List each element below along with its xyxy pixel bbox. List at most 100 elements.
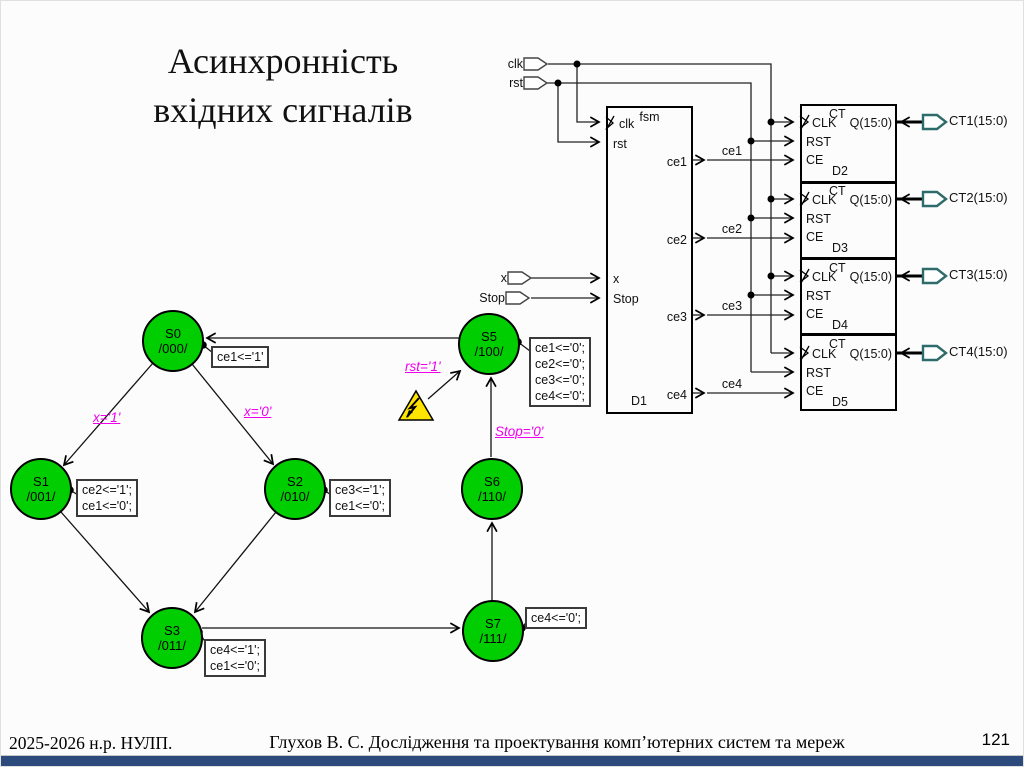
bus-label-ce2: ce2 bbox=[721, 222, 743, 236]
output-port-label-ct1: CT1(15:0) bbox=[949, 113, 1008, 128]
action-box-s0: ce1<='1' bbox=[211, 346, 270, 368]
counter-q-output: Q(15:0) bbox=[849, 347, 892, 361]
input-label-clk: clk bbox=[507, 57, 523, 71]
transition-label-stop: Stop='0' bbox=[495, 424, 544, 439]
bus-label-ce3: ce3 bbox=[721, 299, 743, 313]
title-line-2: вхідних сигналів bbox=[153, 90, 413, 130]
counter-pin-rst: RST bbox=[806, 289, 831, 303]
counter-pin-rst: RST bbox=[806, 135, 831, 149]
title-line-1: Асинхронність bbox=[167, 41, 399, 81]
fsm-instance-label: D1 bbox=[631, 394, 647, 408]
output-port-label-ct4: CT4(15:0) bbox=[949, 344, 1008, 359]
page-title: Асинхронність вхідних сигналів bbox=[99, 37, 467, 135]
output-port-ct3-icon bbox=[921, 267, 948, 285]
ce-nets bbox=[693, 160, 793, 393]
counter-pin-clk: CLK bbox=[812, 270, 837, 284]
state-code: /111/ bbox=[479, 631, 507, 646]
counter-section-d5: CT CLK RST CE Q(15:0) D5 bbox=[802, 336, 894, 413]
counter-q-output: Q(15:0) bbox=[849, 270, 892, 284]
fsm-pin-ce2: ce2 bbox=[666, 233, 687, 247]
fsm-pin-x: x bbox=[613, 272, 620, 286]
state-code: /100/ bbox=[474, 344, 504, 359]
q-output-nets bbox=[897, 122, 922, 353]
output-port-ct1-icon bbox=[921, 113, 948, 131]
x-stop-nets bbox=[531, 278, 599, 298]
output-port-ct2-icon bbox=[921, 190, 948, 208]
footer-accent-bar bbox=[1, 755, 1023, 766]
counter-pin-clk: CLK bbox=[812, 116, 837, 130]
bus-label-ce1: ce1 bbox=[721, 144, 743, 158]
counter-instance-label: D5 bbox=[832, 395, 848, 409]
counter-pin-clk: CLK bbox=[812, 347, 837, 361]
input-port-stop-icon bbox=[505, 291, 531, 305]
action-box-s1: ce2<='1'; ce1<='0'; bbox=[76, 479, 138, 517]
action-box-s7: ce4<='0'; bbox=[525, 607, 587, 629]
counter-type-label: CT bbox=[829, 184, 846, 198]
state-code: /011/ bbox=[158, 638, 186, 653]
action-box-s3: ce4<='1'; ce1<='0'; bbox=[204, 639, 266, 677]
fsm-pin-rst: rst bbox=[613, 137, 627, 151]
output-port-ct4-icon bbox=[921, 344, 948, 362]
counter-pin-ce: CE bbox=[806, 153, 824, 167]
state-node-s1: S1 /001/ bbox=[10, 458, 72, 520]
counter-divider bbox=[802, 257, 895, 260]
state-name: S7 bbox=[485, 616, 501, 631]
fsm-pin-ce1: ce1 bbox=[666, 155, 687, 169]
counter-divider bbox=[802, 181, 895, 184]
clk-net bbox=[548, 63, 793, 353]
junction-dots bbox=[554, 60, 775, 299]
counter-type-label: CT bbox=[829, 261, 846, 275]
counter-type-label: CT bbox=[829, 337, 846, 351]
fsm-block: fsm clk rst x Stop ce1 ce2 ce3 ce4 D1 bbox=[606, 106, 693, 414]
counter-block: CT CLK RST CE Q(15:0) D2 CT CLK RST CE Q… bbox=[800, 104, 897, 411]
input-label-stop: Stop bbox=[479, 291, 505, 305]
bus-label-ce4: ce4 bbox=[721, 377, 743, 391]
transition-label-x0: x='0' bbox=[244, 404, 272, 419]
clock-edge-icon bbox=[605, 114, 810, 361]
state-transition-arrows bbox=[60, 338, 492, 628]
fsm-pin-clk: clk bbox=[619, 117, 635, 131]
state-node-s2: S2 /010/ bbox=[264, 458, 326, 520]
counter-pin-ce: CE bbox=[806, 230, 824, 244]
transition-label-x1: x='1' bbox=[93, 410, 121, 425]
output-port-label-ct3: CT3(15:0) bbox=[949, 267, 1008, 282]
transition-label-rst: rst='1' bbox=[405, 359, 441, 374]
state-name: S1 bbox=[33, 474, 49, 489]
rst-net bbox=[546, 82, 793, 372]
output-port-label-ct2: CT2(15:0) bbox=[949, 190, 1008, 205]
page-number: 121 bbox=[981, 730, 1010, 749]
state-node-s5: S5 /100/ bbox=[458, 313, 520, 375]
state-code: /110/ bbox=[478, 489, 506, 504]
counter-section-d2: CT CLK RST CE Q(15:0) D2 bbox=[802, 106, 894, 183]
counter-instance-label: D3 bbox=[832, 241, 848, 255]
state-name: S5 bbox=[481, 329, 497, 344]
counter-q-output: Q(15:0) bbox=[849, 193, 892, 207]
input-port-rst-icon bbox=[523, 76, 549, 90]
input-port-clk-icon bbox=[523, 57, 549, 71]
input-port-x-icon bbox=[507, 271, 533, 285]
counter-pin-ce: CE bbox=[806, 307, 824, 321]
fsm-pin-ce4: ce4 bbox=[666, 388, 687, 402]
state-code: /010/ bbox=[280, 489, 310, 504]
fsm-pin-ce3: ce3 bbox=[666, 310, 687, 324]
input-label-rst: rst bbox=[509, 76, 523, 90]
state-code: /001/ bbox=[26, 489, 56, 504]
counter-section-d3: CT CLK RST CE Q(15:0) D3 bbox=[802, 183, 894, 260]
footer-course-info: 2025-2026 н.р. НУЛП. bbox=[9, 733, 173, 753]
output-port-icons bbox=[921, 113, 948, 362]
state-node-s3: S3 /011/ bbox=[141, 607, 203, 669]
counter-pin-rst: RST bbox=[806, 366, 831, 380]
counter-divider bbox=[802, 333, 895, 336]
state-code: /000/ bbox=[158, 341, 188, 356]
fsm-type-label: fsm bbox=[639, 110, 660, 124]
footer-author-title: Глухов В. С. Дослідження та проектування… bbox=[269, 732, 845, 752]
counter-type-label: CT bbox=[829, 107, 846, 121]
state-name: S3 bbox=[164, 623, 180, 638]
state-name: S0 bbox=[165, 326, 181, 341]
counter-pin-rst: RST bbox=[806, 212, 831, 226]
fsm-pin-stop: Stop bbox=[613, 292, 639, 306]
state-node-s6: S6 /110/ bbox=[461, 458, 523, 520]
input-port-icons bbox=[505, 57, 549, 305]
